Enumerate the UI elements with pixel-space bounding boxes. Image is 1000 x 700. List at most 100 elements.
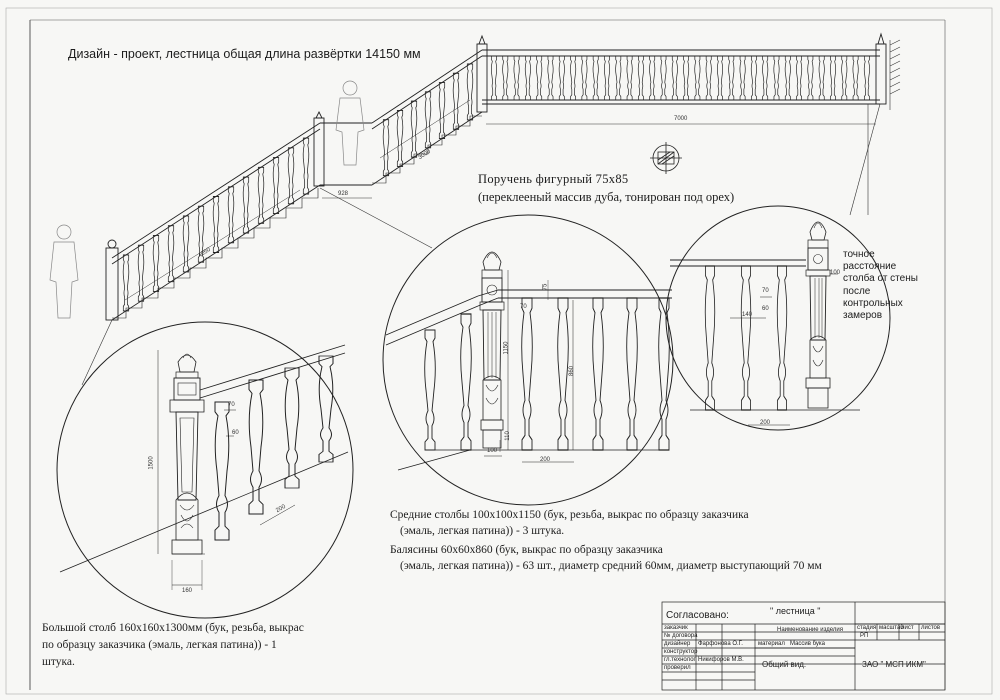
baluster <box>671 55 678 101</box>
tb-stage-value: РП <box>860 633 869 639</box>
baluster <box>122 254 130 312</box>
dim-70-c: 70 <box>762 288 769 294</box>
dim-1500: 1500 <box>148 456 155 470</box>
detail-baluster <box>776 265 788 411</box>
dim-200-c: 200 <box>760 420 771 426</box>
baluster <box>302 137 310 195</box>
drawing-title: Дизайн - проект, лестница общая длина ра… <box>68 47 421 61</box>
balusters-top <box>490 55 871 101</box>
tb-agreed: Согласовано: <box>666 610 729 621</box>
baluster <box>660 55 667 101</box>
tb-technologist: гл.технолог <box>664 657 696 663</box>
title-block <box>661 601 946 691</box>
tb-company: ЗАО " МСП ИКМ" <box>862 660 926 669</box>
dim-860: 860 <box>569 365 576 377</box>
handrail-material: (переклееный массив дуба, тонирован под … <box>478 190 735 204</box>
detail1-balusters <box>214 355 334 541</box>
middle-posts-spec-line1: Средние столбы 100х100х1150 (бук, резьба… <box>390 509 749 521</box>
dim-75: 75 <box>542 283 549 291</box>
detail-baluster <box>460 313 472 451</box>
baluster <box>682 55 690 101</box>
baluster <box>569 55 577 101</box>
human-figure-left <box>49 224 79 319</box>
baluster <box>626 55 633 101</box>
balusters-spec-line2: (эмаль, легкая патина)) - 63 шт., диамет… <box>400 560 822 572</box>
tb-material-label: материал <box>758 641 785 647</box>
tb-check: проверил <box>664 665 691 671</box>
dim-70-a: 70 <box>228 402 235 408</box>
tb-stage: стадия <box>857 625 877 631</box>
tb-technologist-name: Никифоров М.В. <box>698 657 744 663</box>
detail-circle-middle-post <box>382 214 674 506</box>
baluster <box>829 55 837 101</box>
dim-100-b: 100 <box>830 270 841 276</box>
baluster <box>182 215 190 273</box>
dim-140: 140 <box>742 312 753 318</box>
human-figure-middle <box>335 80 365 166</box>
tb-material: Массив бука <box>790 641 826 647</box>
tb-sheet: лист <box>901 625 914 631</box>
detail-baluster <box>248 379 264 515</box>
baluster <box>739 55 746 101</box>
tb-name: " лестница " <box>770 606 821 616</box>
balusters-lower <box>122 137 310 312</box>
dim-1150: 1150 <box>503 341 510 355</box>
baluster <box>502 55 509 101</box>
big-post-spec-line2: по образцу заказчика (эмаль, легкая пати… <box>42 639 277 651</box>
dim-200-b: 200 <box>540 457 551 463</box>
sheet-border <box>5 7 993 695</box>
baluster <box>438 81 446 140</box>
baluster <box>581 55 588 101</box>
baluster <box>705 55 712 101</box>
baluster <box>167 225 175 283</box>
balusters-spec-line1: Балясины 60х60х860 (бук, выкрас по образ… <box>390 544 663 556</box>
detail-baluster <box>318 355 334 463</box>
tb-item-name: Наименование изделия <box>777 627 843 633</box>
baluster <box>841 55 848 101</box>
baluster <box>750 55 758 101</box>
detail2-balusters <box>424 297 670 451</box>
baluster <box>558 55 565 101</box>
balusters-upper <box>382 63 474 177</box>
big-post-spec-line1: Большой столб 160х160х1300мм (бук, резьб… <box>42 622 304 634</box>
baluster <box>603 55 611 101</box>
baluster <box>762 55 769 101</box>
tb-designer-name: Фарфоновa О.Г. <box>698 641 743 647</box>
detail-baluster <box>658 297 670 451</box>
detail-baluster <box>740 265 752 411</box>
baluster <box>795 55 803 101</box>
baluster <box>592 55 599 101</box>
dim-160: 160 <box>182 588 193 594</box>
handrail-label: Поручень фигурный 75х85 <box>478 172 629 186</box>
baluster <box>513 55 520 101</box>
baluster <box>396 109 404 167</box>
baluster <box>452 72 460 130</box>
baluster <box>773 55 780 101</box>
tb-contract: № договора <box>664 633 698 639</box>
baluster <box>152 234 160 293</box>
baluster <box>490 55 498 101</box>
baluster <box>424 91 432 149</box>
baluster <box>784 55 791 101</box>
baluster <box>649 55 656 101</box>
dim-100: 100 <box>487 448 498 454</box>
baluster <box>807 55 814 101</box>
baluster <box>466 63 474 121</box>
baluster <box>716 55 724 101</box>
baluster <box>536 55 543 101</box>
leader-lines <box>81 103 881 386</box>
dim-60-a: 60 <box>232 430 239 436</box>
baluster <box>257 166 265 224</box>
wall-hatch <box>889 39 901 110</box>
baluster <box>637 55 645 101</box>
baluster <box>382 119 390 177</box>
baluster <box>852 55 859 101</box>
tb-view: Общий вид. <box>762 660 807 669</box>
detail-circle-wall-post <box>665 205 891 431</box>
baluster <box>524 55 532 101</box>
detail-baluster <box>626 297 638 451</box>
baluster <box>728 55 735 101</box>
elevation-dims <box>124 99 876 301</box>
